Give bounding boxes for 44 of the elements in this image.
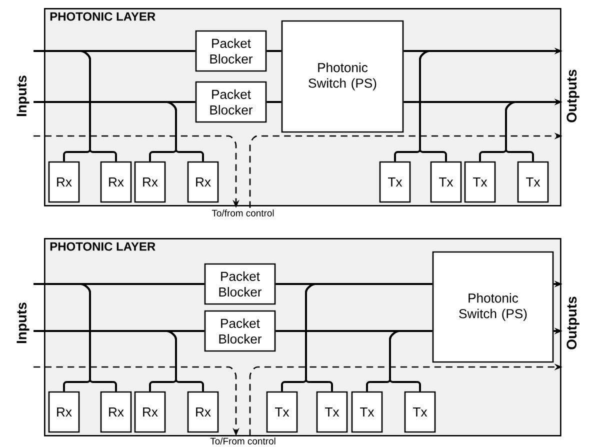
transmitter-box: Tx: [430, 161, 462, 203]
receiver-box: Rx: [48, 161, 80, 203]
outputs-label: Outputs: [566, 296, 580, 350]
blocker-box: Packet Blocker: [195, 30, 267, 72]
fiber-line: [305, 283, 333, 392]
transmitter-box: Tx: [351, 391, 383, 433]
fiber-line: [34, 101, 196, 103]
control-label: To/From control: [210, 438, 276, 444]
transmitter-box: Tx: [517, 161, 549, 203]
fiber-line: [266, 101, 282, 103]
fiber-line: [55, 50, 117, 162]
fiber-line: [126, 330, 204, 392]
receiver-box: Rx: [100, 161, 132, 203]
outputs-label: Outputs: [566, 70, 580, 122]
blocker-box: Packet Blocker: [204, 310, 276, 352]
fiber-line: [266, 50, 282, 52]
blocker-box: Packet Blocker: [195, 81, 267, 123]
fiber-line: [276, 283, 432, 285]
switch-box: Photonic Switch (PS): [281, 20, 404, 133]
inputs-label: Inputs: [16, 76, 30, 116]
fiber-line: [419, 50, 447, 162]
fiber-line: [55, 283, 117, 392]
fiber-line: [505, 101, 534, 162]
transmitter-box: Tx: [464, 161, 496, 203]
transmitter-box: Tx: [316, 391, 348, 433]
fiber-line: [34, 330, 204, 332]
transmitter-box: Tx: [266, 391, 298, 433]
control-label: To/from control: [212, 210, 274, 216]
receiver-box: Rx: [134, 161, 166, 203]
fiber-line: [389, 330, 421, 392]
fiber-line: [34, 283, 204, 285]
fiber-line: [126, 101, 204, 162]
switch-box: Photonic Switch (PS): [432, 251, 554, 363]
transmitter-box: Tx: [379, 161, 411, 203]
fiber-line: [276, 330, 432, 332]
blocker-box: Packet Blocker: [204, 263, 276, 305]
receiver-box: Rx: [187, 161, 219, 203]
transmitter-box: Tx: [404, 391, 436, 433]
receiver-box: Rx: [48, 391, 80, 433]
inputs-label: Inputs: [16, 302, 30, 344]
receiver-box: Rx: [100, 391, 132, 433]
receiver-box: Rx: [187, 391, 219, 433]
receiver-box: Rx: [134, 391, 166, 433]
fiber-line: [34, 50, 196, 52]
